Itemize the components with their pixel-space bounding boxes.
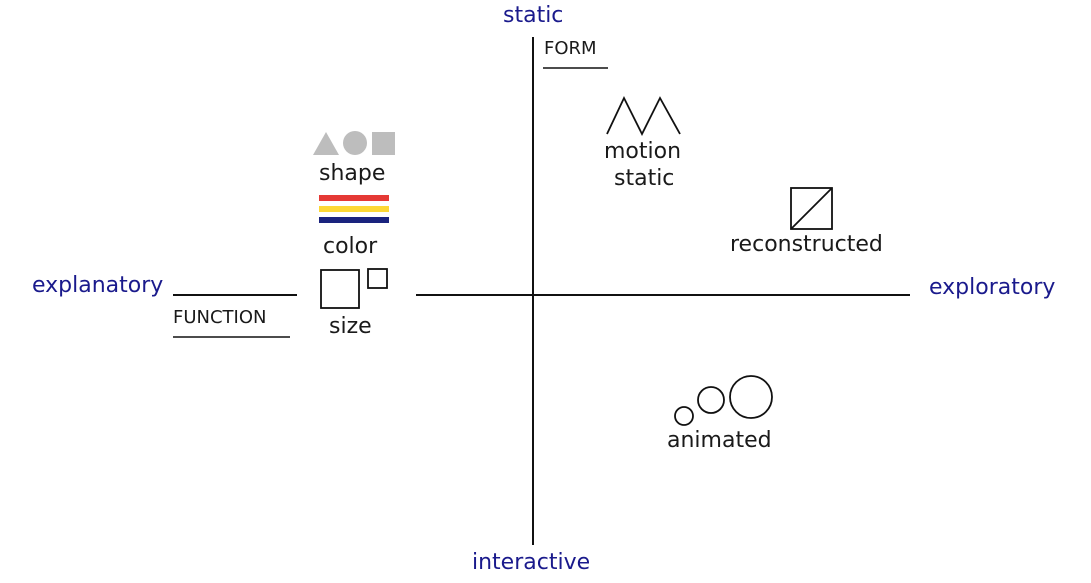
size-squares-icon: [320, 268, 388, 309]
color-label: color: [323, 234, 378, 259]
form-label: FORM: [544, 38, 597, 59]
color-stripes-icon: [319, 195, 389, 223]
function-label: FUNCTION: [173, 307, 267, 328]
stripe-navy: [319, 217, 389, 223]
circle-shape: [343, 131, 367, 155]
small-square: [367, 268, 388, 289]
axis-label-bottom: interactive: [472, 550, 591, 575]
size-label: size: [329, 314, 372, 339]
animated-label: animated: [667, 428, 772, 453]
static-label: static: [614, 166, 675, 191]
reconstructed-label: reconstructed: [730, 232, 883, 257]
axis-label-right: exploratory: [929, 275, 1056, 300]
stripe-red: [319, 195, 389, 201]
medium-circle: [697, 386, 725, 414]
diagonal-line: [790, 187, 833, 230]
axis-label-left: explanatory: [32, 273, 164, 298]
growing-circles-icon: [674, 375, 773, 426]
zigzag-motion-icon: [606, 95, 681, 136]
large-circle: [729, 375, 773, 419]
outline-square: [790, 187, 833, 230]
axis-label-top: static: [503, 3, 564, 28]
large-square: [320, 269, 360, 309]
stripe-yellow: [319, 206, 389, 212]
square-shape: [372, 132, 395, 155]
motion-label: motion: [604, 139, 682, 164]
small-circle: [674, 406, 694, 426]
triangle-shape: [313, 132, 339, 155]
shape-label: shape: [319, 161, 386, 186]
diagonal-square-icon: [790, 187, 833, 230]
shapes-icon: [313, 131, 395, 155]
zigzag-line: [606, 95, 681, 136]
